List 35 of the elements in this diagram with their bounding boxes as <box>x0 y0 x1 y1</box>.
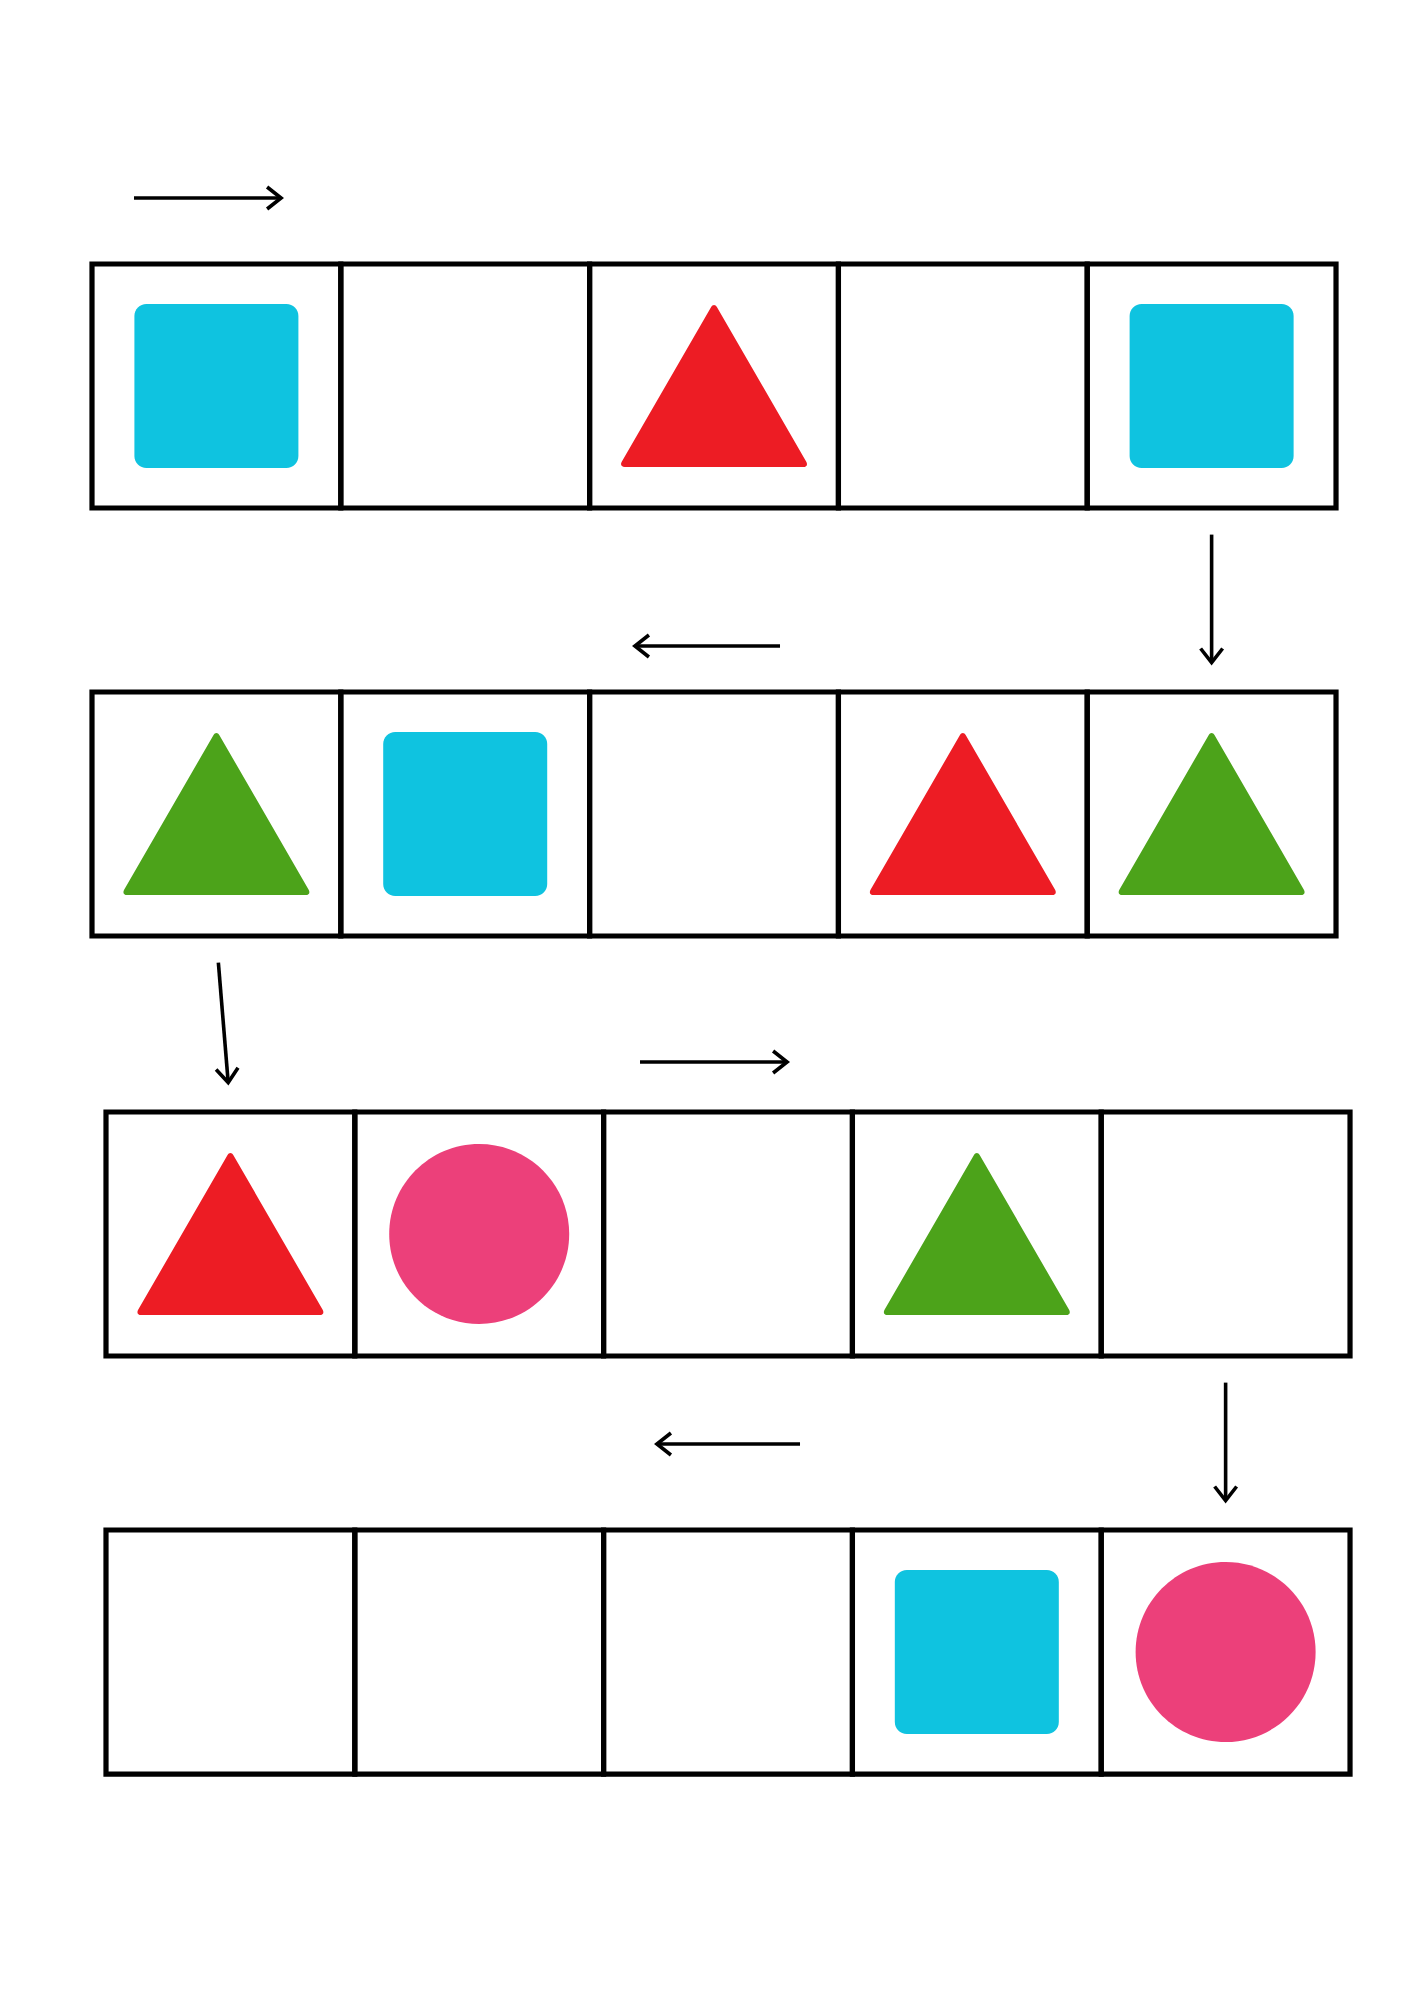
grid-cell <box>587 689 841 939</box>
grid-cell <box>601 1109 855 1359</box>
square-shape <box>134 304 299 468</box>
grid-cell <box>1098 1527 1353 1777</box>
triangle-shape <box>869 733 1056 895</box>
grid-cell <box>352 1109 607 1359</box>
grid-cell <box>89 261 344 511</box>
grid-cell <box>835 689 1090 939</box>
triangle-shape <box>883 1153 1070 1315</box>
square-shape <box>1129 304 1294 468</box>
grid-cell <box>338 261 593 511</box>
grid-cell <box>103 1527 358 1777</box>
grid-cell <box>587 261 841 511</box>
grid-cell <box>601 1527 855 1777</box>
grid-cell <box>1084 261 1339 511</box>
arrow <box>1199 534 1225 666</box>
grid-cell <box>849 1527 1104 1777</box>
grid-cell <box>1084 689 1339 939</box>
grid-cell <box>103 1109 358 1359</box>
arrow <box>1213 1382 1239 1504</box>
grid-cell <box>1098 1109 1353 1359</box>
square-shape <box>383 732 548 896</box>
grid-cell <box>849 1109 1104 1359</box>
circle-shape <box>389 1144 570 1324</box>
grid-cell <box>835 261 1090 511</box>
arrow <box>214 962 240 1086</box>
triangle-shape <box>621 305 807 467</box>
triangle-shape <box>1118 733 1305 895</box>
triangle-shape <box>123 733 310 895</box>
square-shape <box>894 1570 1059 1734</box>
triangle-shape <box>137 1153 324 1315</box>
grid-cell <box>89 689 344 939</box>
circle-shape <box>1135 1562 1316 1742</box>
grid-cell <box>352 1527 607 1777</box>
grid-cell <box>338 689 593 939</box>
